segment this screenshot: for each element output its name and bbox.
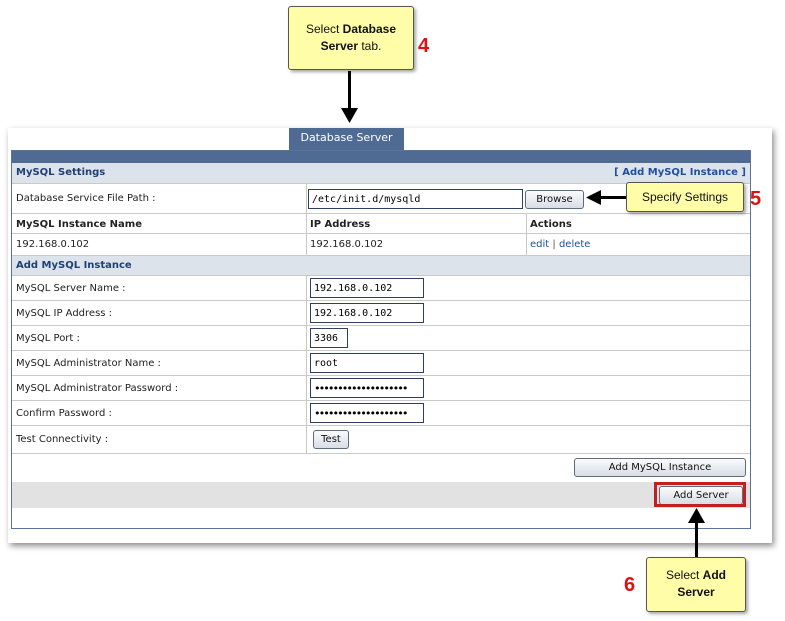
step-number-4: 4 — [418, 35, 430, 57]
add-mysql-instance-button[interactable]: Add MySQL Instance — [574, 458, 746, 477]
table-row: 192.168.0.102 192.168.0.102 edit | delet… — [12, 234, 750, 256]
arrowhead-up-icon — [688, 508, 705, 523]
column-divider — [306, 326, 307, 351]
instance-ip-cell: 192.168.0.102 — [310, 239, 384, 250]
callout-text: Select — [665, 568, 703, 582]
ip-address-label: MySQL IP Address : — [16, 308, 113, 319]
column-divider — [306, 401, 307, 426]
confirm-password-label: Confirm Password : — [16, 408, 112, 419]
column-header-instance-name: MySQL Instance Name — [16, 219, 142, 230]
step-number-5: 5 — [750, 188, 762, 210]
column-header-actions: Actions — [530, 219, 572, 230]
browse-button[interactable]: Browse — [525, 190, 584, 209]
actions-separator: | — [552, 239, 556, 250]
column-divider — [306, 234, 307, 256]
column-divider — [306, 276, 307, 301]
callout-specify-settings: Specify Settings — [626, 182, 744, 212]
ip-address-input[interactable] — [310, 303, 424, 323]
add-instance-header: Add MySQL Instance — [12, 256, 750, 276]
actions-cell: edit | delete — [530, 239, 590, 250]
column-divider — [306, 184, 307, 214]
test-button[interactable]: Test — [313, 430, 349, 449]
step-number-6: 6 — [624, 574, 636, 596]
add-mysql-instance-link[interactable]: [ Add MySQL Instance ] — [614, 167, 746, 178]
arrow-up-icon — [695, 522, 698, 557]
arrow-down-icon — [348, 71, 351, 111]
admin-password-label: MySQL Administrator Password : — [16, 383, 179, 394]
test-connectivity-label: Test Connectivity : — [16, 434, 109, 445]
admin-name-row: MySQL Administrator Name : — [12, 351, 750, 376]
column-header-ip-address: IP Address — [310, 219, 371, 230]
column-divider — [526, 214, 527, 234]
confirm-password-row: Confirm Password : — [12, 401, 750, 426]
column-divider — [306, 214, 307, 234]
column-divider — [306, 351, 307, 376]
test-connectivity-row: Test Connectivity : Test — [12, 426, 750, 454]
server-name-input[interactable] — [310, 278, 424, 298]
column-divider — [526, 234, 527, 256]
ip-address-row: MySQL IP Address : — [12, 301, 750, 326]
callout-select-add-server: Select Add Server — [646, 557, 746, 612]
callout-text: Specify Settings — [641, 190, 729, 204]
arrow-left-icon — [600, 196, 626, 199]
mysql-settings-title: MySQL Settings — [16, 167, 106, 178]
callout-select-database-server: Select Database Server tab. — [288, 6, 414, 70]
panel-top-bar — [12, 151, 750, 163]
admin-password-row: MySQL Administrator Password : — [12, 376, 750, 401]
mysql-settings-header: MySQL Settings [ Add MySQL Instance ] — [12, 163, 750, 184]
server-name-label: MySQL Server Name : — [16, 283, 126, 294]
database-server-panel: MySQL Settings [ Add MySQL Instance ] Da… — [11, 150, 751, 529]
admin-name-input[interactable] — [310, 353, 424, 373]
file-path-row: Database Service File Path : Browse — [12, 184, 750, 214]
delete-link[interactable]: delete — [558, 239, 591, 250]
instances-table-header: MySQL Instance Name IP Address Actions — [12, 214, 750, 234]
add-instance-button-row: Add MySQL Instance — [12, 454, 750, 482]
add-instance-title: Add MySQL Instance — [16, 260, 132, 271]
admin-name-label: MySQL Administrator Name : — [16, 358, 161, 369]
server-name-row: MySQL Server Name : — [12, 276, 750, 301]
confirm-password-input[interactable] — [310, 403, 424, 423]
file-path-input[interactable] — [308, 189, 523, 209]
callout-text: Select — [305, 22, 343, 36]
port-row: MySQL Port : — [12, 326, 750, 351]
instance-name-cell: 192.168.0.102 — [16, 239, 90, 250]
callout-bold-text: Add Server — [677, 568, 726, 599]
add-server-highlight — [654, 482, 746, 507]
arrowhead-down-icon — [341, 108, 358, 123]
edit-link[interactable]: edit — [530, 239, 550, 250]
port-label: MySQL Port : — [16, 333, 80, 344]
callout-bold-text: Database Server — [320, 22, 397, 53]
callout-text-end: tab. — [358, 39, 382, 53]
column-divider — [306, 376, 307, 401]
arrowhead-left-icon — [586, 190, 601, 205]
column-divider — [306, 426, 307, 454]
file-path-label: Database Service File Path : — [16, 193, 156, 204]
column-divider — [306, 301, 307, 326]
admin-password-input[interactable] — [310, 378, 424, 398]
port-input[interactable] — [310, 328, 348, 348]
panel-footer: Add Server — [12, 482, 750, 508]
